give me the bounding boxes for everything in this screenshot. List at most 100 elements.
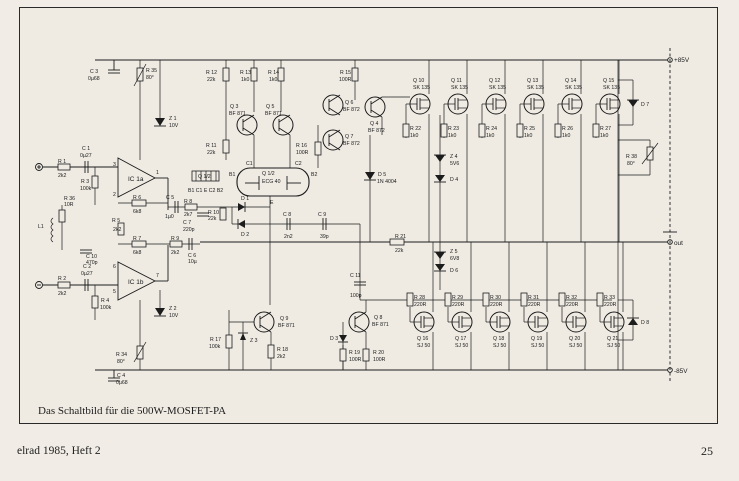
r38-value: 80° [627,161,635,167]
q7-ref: Q 7 [345,134,353,140]
upper-resistor-value-2: 1k0 [448,133,456,139]
upper-mosfet-type-2: SK 135 [451,85,468,91]
c6-value: 10µ [188,259,197,265]
c11-value: 100p [350,293,362,299]
svg-text:7: 7 [156,273,159,279]
lower-mosfet-ref-4: Q 19 [531,336,542,342]
upper-mosfet-ref-6: Q 15 [603,78,614,84]
r20-ref: R 20 [373,350,384,356]
upper-mosfet-ref-5: Q 14 [565,78,576,84]
c1-ref: C 1 [82,146,90,152]
upper-mosfet-type-1: SK 135 [413,85,430,91]
output-line: out [200,239,683,247]
r12-ref: R 12 [206,70,217,76]
q6-value: BF 872 [343,107,360,113]
q7-transistor: Q 7 BF 872 [322,129,360,151]
lower-mosfet-ref-5: Q 20 [569,336,580,342]
svg-text:6: 6 [113,264,116,270]
q6-transistor: Q 6 BF 872 [322,94,360,116]
d1-ref: D 1 [241,196,249,202]
d2-ref: D 2 [241,232,249,238]
z1-value: 10V [169,123,179,129]
r6-value: 6k8 [133,209,141,215]
page-number: 25 [701,444,713,458]
r2-value: 2k2 [58,291,66,297]
svg-text:5: 5 [113,289,116,295]
lower-resistor-ref-6: R 33 [604,295,615,301]
c5-ref: C 5 [166,195,174,201]
upper-resistor-value-4: 1k0 [524,133,532,139]
q8-value: BF 871 [372,322,389,328]
r10-ref: R 10 [208,210,219,216]
r35-value: 80° [146,75,154,81]
d5-value: 1N 4004 [377,179,397,185]
upper-gate-resistor-1 [402,123,410,138]
lower-gate-resistor-4 [520,292,528,307]
upper-resistor-ref-2: R 23 [448,126,459,132]
c8-value: 2n2 [284,234,293,240]
svg-text:C1: C1 [246,161,253,167]
r9-value: 2k2 [171,250,179,256]
q7-value: BF 872 [343,141,360,147]
upper-resistor-value-6: 1k0 [600,133,608,139]
lower-resistor-value-1: 220R [414,302,427,308]
r13-value: 1k0 [241,77,249,83]
svg-text:B2: B2 [311,172,317,178]
lower-mosfet-ref-2: Q 17 [455,336,466,342]
d8-ref: D 8 [641,320,649,326]
r13-ref: R 13 [240,70,251,76]
input-plus-terminal [35,163,43,171]
lower-mosfet-type-1: SJ 50 [417,343,430,349]
lower-resistor-value-4: 220R [528,302,541,308]
negative-rail: -85V [95,367,688,375]
upper-mosfet-ref-4: Q 13 [527,78,538,84]
r14-value: 1k0 [269,77,277,83]
svg-text:B1: B1 [229,172,235,178]
upper-mosfet-ref-2: Q 11 [451,78,462,84]
r18-value: 2k2 [277,354,285,360]
positive-rail-label: +85V [674,57,690,64]
r5-ref: R 5 [112,218,120,224]
r21-ref: R 21 [395,234,406,240]
r8-value: 2k7 [184,212,192,218]
lower-gate-resistor-3 [482,292,490,307]
c11-ref: C 11 [350,273,361,279]
c4-value: 0µ68 [116,380,128,386]
r1-value: 2k2 [58,173,66,179]
negative-rail-label: -85V [674,368,688,375]
figure-caption: Das Schaltbild für die 500W-MOSFET-PA [38,405,227,417]
lower-mosfet-ref-3: Q 18 [493,336,504,342]
q12-dual-transistor: Q 1/2 ECG 40 B1 C1 C2 B2 E [229,161,317,206]
d6-ref: D 6 [450,268,458,274]
svg-text:2: 2 [113,192,116,198]
r7-ref: R 7 [133,236,141,242]
upper-resistor-ref-6: R 27 [600,126,611,132]
upper-resistor-ref-4: R 25 [524,126,535,132]
upper-mosfet-ref-3: Q 12 [489,78,500,84]
c1-value: 0µ27 [80,153,92,159]
r34-value: 80° [117,359,125,365]
r7-value: 6k8 [133,250,141,256]
q4-ref: Q 4 [370,121,378,127]
r35-ref: R 35 [146,68,157,74]
output-label: out [674,240,683,247]
c9-ref: C 9 [318,212,326,218]
d7-ref: D 7 [641,102,649,108]
c7-value: 220p [183,227,195,233]
r36-ref: R 36 [64,196,75,202]
r10-value: 22k [208,216,217,222]
lower-gate-resistor-1 [406,292,414,307]
upper-gate-resistor-5 [554,123,562,138]
upper-gate-resistor-3 [478,123,486,138]
lower-mosfet-type-2: SJ 50 [455,343,468,349]
r3-value: 100k [80,186,92,192]
r36-value: 10R [64,202,74,208]
q12-ref: Q 1/2 [262,171,275,177]
input-minus-terminal [35,281,43,289]
upper-resistor-value-1: 1k0 [410,133,418,139]
q9-transistor: Q 9 BF 871 [253,311,295,333]
r16-ref: R 16 [296,143,307,149]
c8-ref: C 8 [283,212,291,218]
